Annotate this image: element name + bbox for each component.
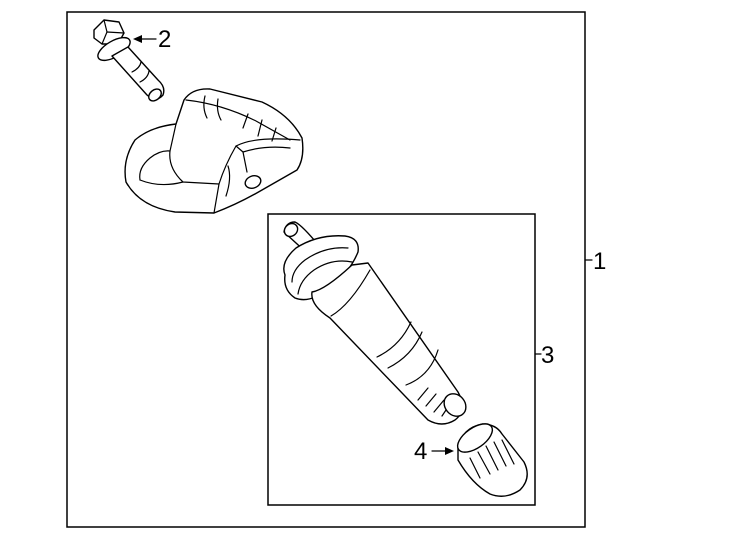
callout-2-label: 2 (158, 26, 171, 53)
valve-cap (456, 423, 528, 497)
valve-stem (283, 221, 467, 425)
callout-1: 1 (584, 248, 606, 275)
valve-stem-frame (267, 213, 536, 506)
callout-3-label: 3 (541, 342, 554, 369)
callout-4: 4 (414, 438, 454, 465)
assembly-frame (66, 11, 586, 528)
callout-1-label: 1 (593, 248, 606, 275)
callout-4-label: 4 (414, 438, 427, 465)
tpms-sensor-body (124, 88, 304, 214)
callout-2: 2 (133, 26, 171, 53)
callout-3: 3 (534, 342, 554, 369)
bolt (93, 19, 165, 102)
